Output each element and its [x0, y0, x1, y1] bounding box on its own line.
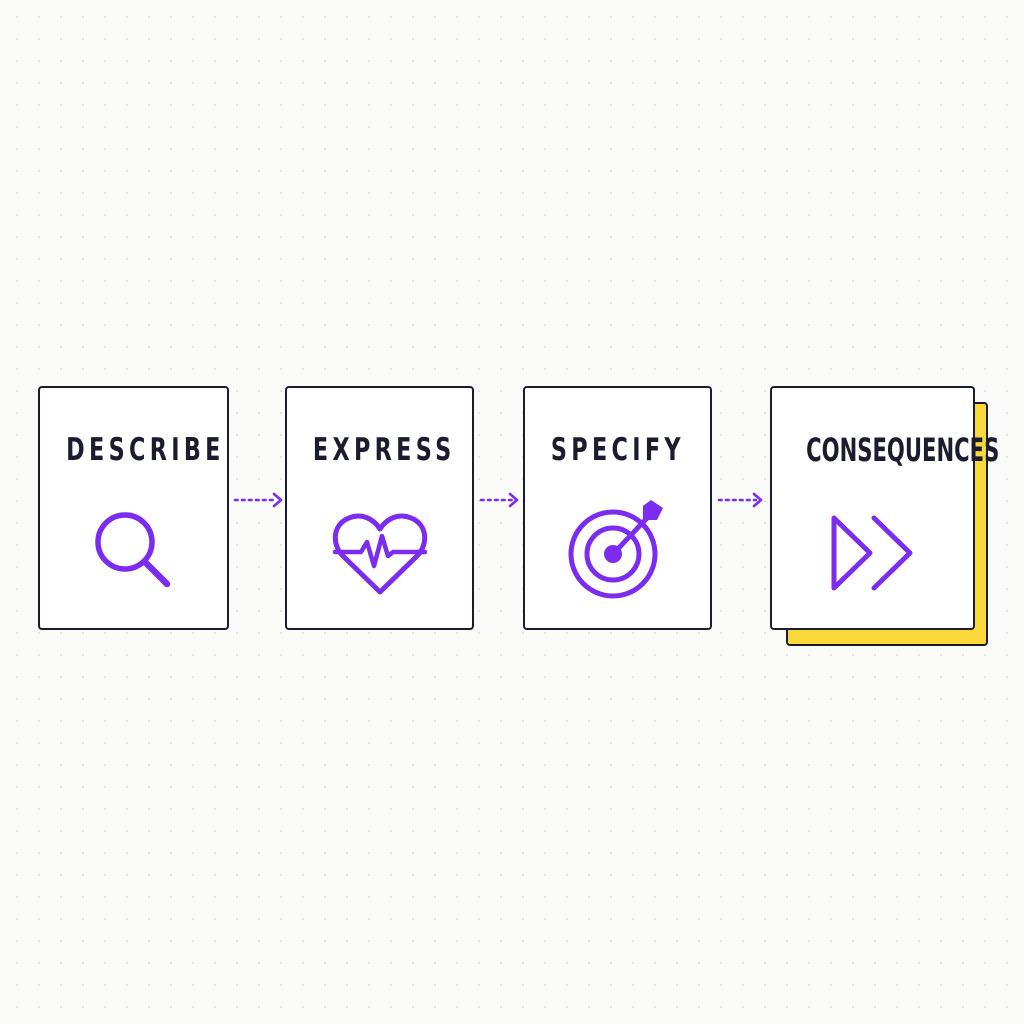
step-card-consequences: CONSEQUENCES: [770, 386, 1000, 630]
target-arrow-icon: [568, 500, 663, 599]
fast-forward-icon: [831, 515, 912, 591]
step-label-describe: DESCRIBE: [66, 432, 225, 468]
heart-pulse-icon: [332, 513, 427, 595]
step-card-describe: DESCRIBE: [38, 386, 229, 630]
connector-arrow-2: [479, 492, 519, 508]
step-label-express: EXPRESS: [312, 432, 456, 468]
step-card-express: EXPRESS: [285, 386, 474, 630]
step-card-specify: SPECIFY: [523, 386, 712, 630]
step-label-consequences: CONSEQUENCES: [806, 431, 1000, 469]
magnifying-glass-icon: [94, 512, 170, 588]
step-label-specify: SPECIFY: [550, 432, 685, 468]
connector-arrow-3: [717, 492, 763, 508]
connector-arrow-1: [233, 492, 283, 508]
